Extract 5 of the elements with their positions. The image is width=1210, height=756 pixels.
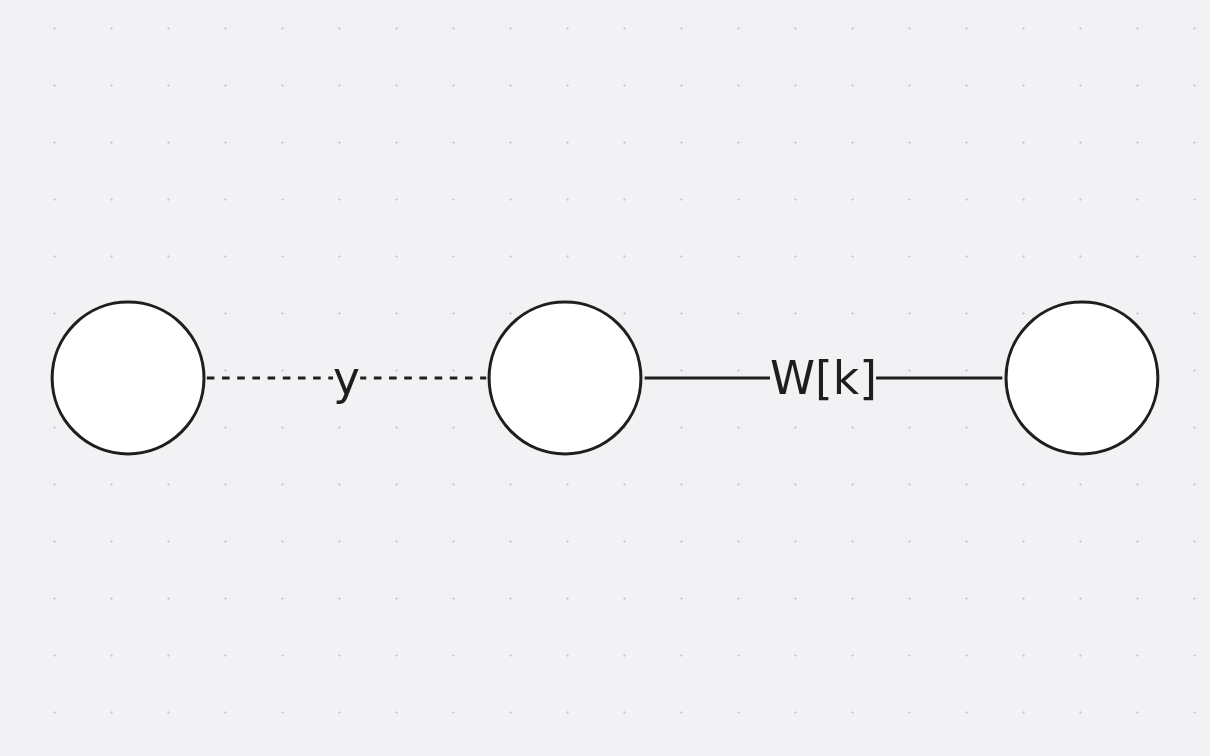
circle-node — [1004, 300, 1160, 456]
circle-node — [50, 300, 206, 456]
dashed-line — [206, 376, 487, 380]
circle-node — [487, 300, 643, 456]
edge-label: W[k] — [769, 351, 877, 405]
